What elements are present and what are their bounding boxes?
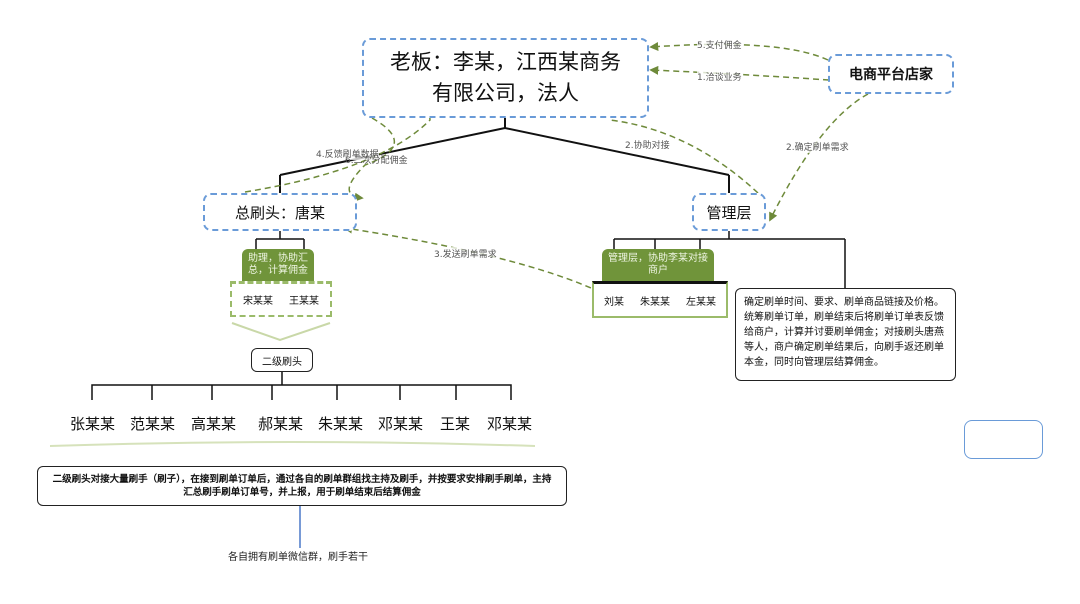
bottom-note-text: 二级刷头对接大量刷手（刷子），在接到刷单订单后，通过各自的刷单群组找主持及刷手，…: [52, 474, 552, 498]
flow-label-pay-commission: 5.支付佣金: [697, 38, 742, 51]
management-members-box: [592, 281, 728, 318]
boss-label-line2: 有限公司，法人: [432, 81, 579, 105]
secondary-brusher: 郝某某: [258, 415, 304, 433]
secondary-brusher: 朱某某: [318, 415, 364, 433]
secondary-brusher: 张某某: [70, 415, 116, 433]
flow-label-negotiate: 1.洽谈业务: [697, 70, 742, 83]
assistant-role-box: 助理，协助汇总，计算佣金: [242, 249, 314, 281]
secondary-brusher-box: 二级刷头: [251, 348, 313, 372]
management-member: 朱某某: [640, 297, 670, 308]
secondary-label: 二级刷头: [262, 356, 302, 368]
assistant-members-box: [230, 281, 332, 317]
management-note-text: 确定刷单时间、要求、刷单商品链接及价格。统筹刷单订单，刷单结束后将刷单订单表反馈…: [744, 297, 944, 368]
empty-box: [964, 420, 1043, 459]
secondary-brusher: 邓某某: [487, 415, 533, 433]
flow-label-confirm-demand: 2.确定刷单需求: [786, 140, 849, 153]
wechat-caption: 各自拥有刷单微信群，刷手若干: [228, 552, 368, 563]
secondary-brusher: 高某某: [191, 415, 237, 433]
platform-label: 电商平台店家: [849, 67, 933, 83]
chief-brusher-box: 总刷头：唐某: [203, 193, 357, 231]
bottom-note: 二级刷头对接大量刷手（刷子），在接到刷单订单后，通过各自的刷单群组找主持及刷手，…: [37, 466, 567, 506]
management-box: 管理层: [692, 193, 766, 231]
management-role-box: 管理层，协助李某对接商户: [602, 249, 714, 281]
secondary-brusher: 范某某: [130, 415, 176, 433]
chief-label: 总刷头：唐某: [234, 203, 325, 222]
flow-label-second-distribution: 6.二次分配佣金: [345, 156, 408, 166]
secondary-brusher: 王某: [440, 415, 471, 433]
management-member: 左某某: [686, 297, 716, 308]
boss-box: 老板：李某，江西某商务 有限公司，法人: [362, 38, 649, 118]
flow-label-feedback-data: 4.反馈刷单数据: [316, 147, 379, 160]
assistant-member: 王某某: [289, 296, 319, 307]
management-role-label: 管理层，协助李某对接商户: [608, 253, 708, 276]
management-note: 确定刷单时间、要求、刷单商品链接及价格。统筹刷单订单，刷单结束后将刷单订单表反馈…: [735, 288, 956, 381]
platform-box: 电商平台店家: [828, 54, 954, 94]
assistant-role-label: 助理，协助汇总，计算佣金: [248, 253, 308, 276]
management-label: 管理层: [706, 203, 752, 222]
management-member: 刘某: [604, 297, 624, 308]
assistant-member: 宋某某: [243, 296, 273, 307]
flow-label-send-demand: 3.发送刷单需求: [434, 247, 497, 260]
secondary-brusher: 邓某某: [378, 415, 424, 433]
flow-label-assist-connect: 2.协助对接: [625, 138, 670, 151]
boss-label-line1: 老板：李某，江西某商务: [390, 50, 621, 74]
